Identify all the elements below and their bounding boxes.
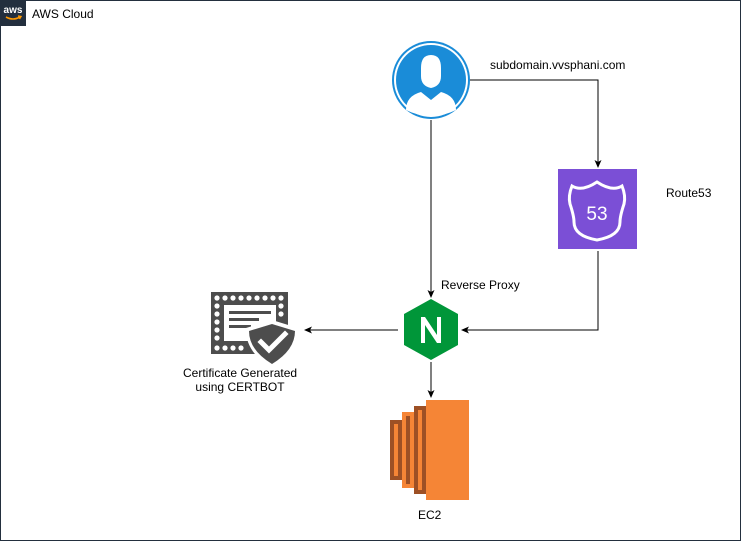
nginx-icon (404, 299, 458, 360)
domain-label: subdomain.vvsphani.com (490, 58, 626, 72)
svg-text:aws: aws (4, 5, 23, 16)
certificate-label-line2: using CERTBOT (195, 380, 285, 394)
certificate-icon (211, 292, 299, 368)
group-title: AWS Cloud (32, 7, 94, 21)
route53-label: Route53 (666, 186, 712, 200)
certificate-label-line1: Certificate Generated (183, 366, 298, 380)
svg-text:53: 53 (586, 204, 607, 225)
user-icon (392, 41, 470, 119)
aws-logo-icon: aws (0, 0, 26, 26)
edge-user-to-route53 (470, 79, 602, 168)
reverse-proxy-label: Reverse Proxy (441, 278, 520, 292)
ec2-icon (390, 400, 469, 500)
edge-route53-to-nginx (461, 251, 599, 334)
ec2-label: EC2 (418, 508, 442, 522)
route53-icon: 53 (558, 169, 637, 249)
